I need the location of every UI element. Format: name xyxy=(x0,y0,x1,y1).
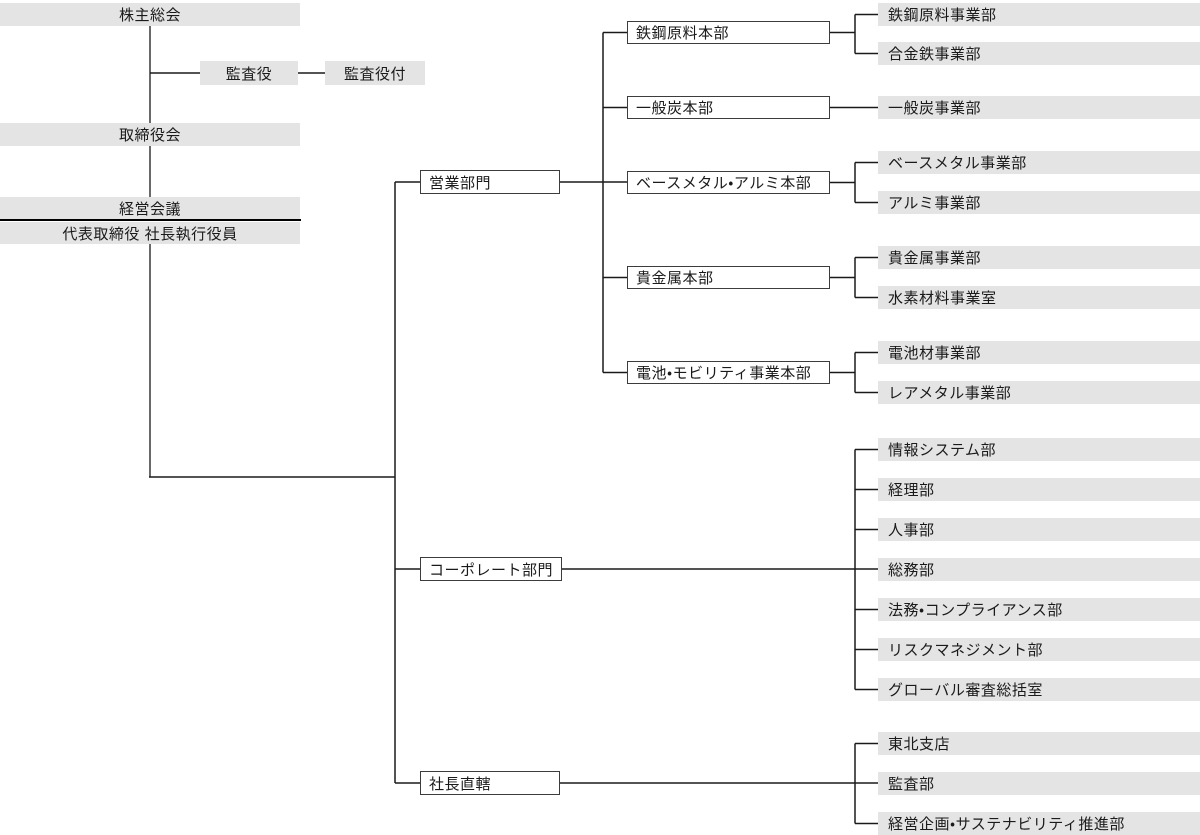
node-tohoku-branch: 東北支店 xyxy=(878,732,1200,755)
node-thermal-coal-hq: 一般炭本部 xyxy=(627,96,830,119)
node-audit-dept: 監査部 xyxy=(878,772,1200,795)
node-precious-metals-dept: 貴金属事業部 xyxy=(878,246,1200,269)
node-risk-management-dept: リスクマネジメント部 xyxy=(878,638,1200,661)
node-ferroalloy-dept: 合金鉄事業部 xyxy=(878,42,1200,65)
node-battery-materials-dept: 電池材事業部 xyxy=(878,341,1200,364)
node-corporate-planning-sustainability-dept: 経営企画・サステナビリティ推進部 xyxy=(878,812,1200,835)
node-battery-mobility-hq: 電池・モビリティ事業本部 xyxy=(627,361,830,384)
management-president-divider xyxy=(0,219,301,221)
node-global-screening-office: グローバル審査総括室 xyxy=(878,678,1200,701)
node-thermal-coal-dept: 一般炭事業部 xyxy=(878,96,1200,119)
node-audit-officer-staff: 監査役付 xyxy=(325,61,425,85)
node-aluminium-dept: アルミ事業部 xyxy=(878,191,1200,214)
node-president: 代表取締役 社長執行役員 xyxy=(0,222,300,244)
node-hr-dept: 人事部 xyxy=(878,518,1200,541)
node-legal-compliance-dept: 法務・コンプライアンス部 xyxy=(878,598,1200,621)
node-information-systems-dept: 情報システム部 xyxy=(878,438,1200,461)
node-base-metal-dept: ベースメタル事業部 xyxy=(878,151,1200,174)
node-accounting-dept: 経理部 xyxy=(878,478,1200,501)
node-base-metal-aluminium-hq: ベースメタル・アルミ本部 xyxy=(627,171,830,194)
node-precious-metals-hq: 貴金属本部 xyxy=(627,266,830,289)
node-corporate-division: コーポレート部門 xyxy=(420,557,562,581)
node-steel-raw-materials-dept: 鉄鋼原料事業部 xyxy=(878,3,1200,26)
node-sales-division: 営業部門 xyxy=(420,170,560,194)
node-board-of-directors: 取締役会 xyxy=(0,123,300,146)
node-general-affairs-dept: 総務部 xyxy=(878,558,1200,581)
node-management-meeting: 経営会議 xyxy=(0,197,300,219)
node-hydrogen-materials-office: 水素材料事業室 xyxy=(878,286,1200,309)
node-shareholders-meeting: 株主総会 xyxy=(0,3,300,26)
node-audit-officer: 監査役 xyxy=(200,61,298,85)
node-president-direct: 社長直轄 xyxy=(420,771,560,795)
node-rare-metals-dept: レアメタル事業部 xyxy=(878,381,1200,404)
node-steel-raw-materials-hq: 鉄鋼原料本部 xyxy=(627,21,830,44)
